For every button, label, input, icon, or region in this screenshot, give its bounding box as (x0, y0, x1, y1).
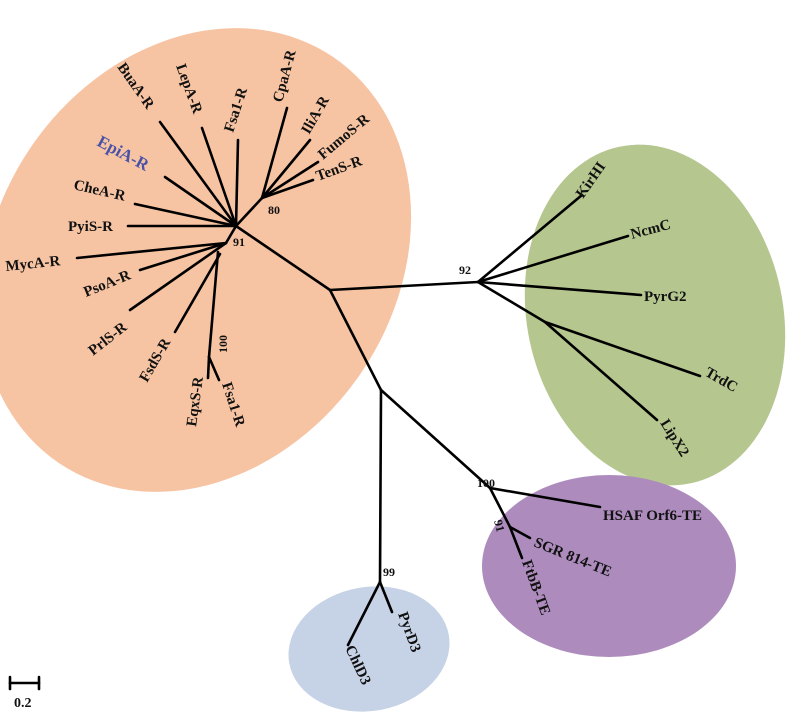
branch-orange-80node (234, 196, 264, 228)
bootstrap-100-orange: 100 (216, 335, 230, 353)
leaf-branch-lipX2 (543, 320, 659, 422)
bootstrap-99: 99 (383, 565, 395, 579)
leaf-branch-fumoS (260, 160, 320, 200)
leaf-branch-ftbB (508, 525, 524, 560)
leaf-branch-chlD3 (346, 580, 382, 647)
leaf-branch-eqxS (206, 355, 211, 380)
leaf-branch-fsa1-top (234, 138, 240, 228)
bootstrap-92: 92 (459, 263, 471, 277)
branch-orange-low (224, 224, 238, 245)
bootstrap-91-orange: 91 (233, 235, 245, 249)
leaf-label-pyrG2: PyrG2 (644, 289, 687, 305)
scale-bar-label: 0.2 (14, 696, 32, 711)
leaf-branch-lepA (200, 126, 238, 228)
leaf-branch-ncmC (476, 234, 630, 284)
leaf-branch-iliA (260, 138, 312, 200)
clade-blue (288, 586, 450, 712)
clade-orange (0, 28, 412, 492)
leaf-branch-sgr (508, 525, 532, 540)
leaf-branch-fsdS (173, 252, 222, 334)
leaf-label-pyiS: PyiS-R (68, 219, 113, 235)
leaf-branch-psoA (138, 241, 228, 272)
clade-purple (482, 475, 736, 657)
leaf-branch-100node (207, 250, 220, 359)
leaf-branch-prlS (128, 241, 228, 312)
branch-root-green (328, 280, 480, 292)
leaf-branch-trdC (543, 320, 702, 378)
leaf-branch-kirHI (476, 193, 584, 284)
branch-purple-inner (488, 486, 512, 529)
bootstrap-91-purple: 91 (491, 518, 508, 533)
leaf-branch-hsaf (488, 486, 602, 509)
leaf-label-mycA: MycA-R (5, 253, 62, 275)
branch-lower-blue (378, 388, 383, 584)
branch-lower-purple (379, 388, 492, 490)
leaf-branch-buaA (158, 120, 238, 228)
leaf-branch-fsa1-bottom (207, 355, 221, 382)
branch-green-lower (476, 280, 547, 324)
bootstrap-80: 80 (268, 203, 280, 217)
leaf-branch-tenS (260, 178, 315, 200)
clade-green (524, 144, 786, 486)
leaf-branch-pyrG2 (476, 280, 643, 297)
leaf-label-eqxS: EqxS-R (184, 376, 207, 428)
leaf-branch-cpaA (260, 106, 289, 200)
bootstrap-100-purple: 100 (477, 476, 495, 490)
branch-root-lower (328, 288, 383, 392)
scale-bar (8, 675, 41, 691)
leaf-branch-epiA (163, 175, 238, 228)
leaf-branch-cheA (133, 202, 238, 228)
leaf-label-hsaf: HSAF Orf6-TE (603, 508, 702, 524)
branch-root-orange (234, 224, 332, 292)
leaf-branch-mycA (75, 241, 228, 260)
leaf-branch-pyrD3 (378, 580, 394, 614)
